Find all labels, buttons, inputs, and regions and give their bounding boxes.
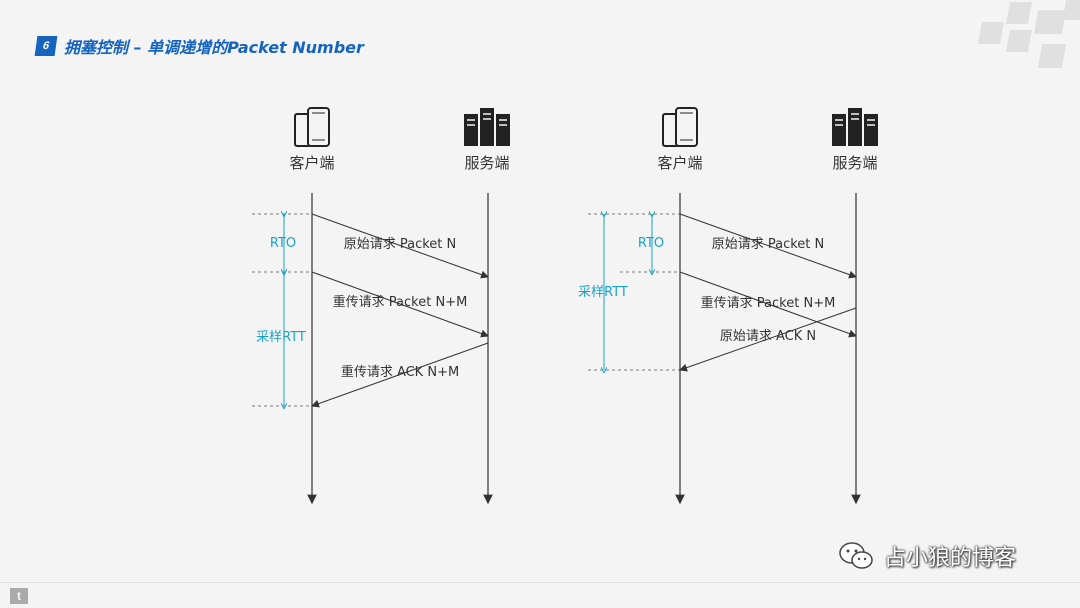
footer-divider [0, 582, 1080, 583]
message-arrow [311, 271, 489, 338]
slide-title-text: 拥塞控制 – 单调递增的Packet Number [64, 38, 364, 57]
message-label: 原始请求 Packet N [344, 237, 457, 252]
client-label: 客户端 [289, 154, 334, 172]
phone-icon [294, 107, 330, 147]
message-label: 重传请求 Packet N+M [333, 294, 468, 310]
message-label: 重传请求 Packet N+M [701, 295, 836, 311]
message-label: 重传请求 ACK N+M [341, 364, 459, 380]
message-label: 原始请求 Packet N [712, 237, 825, 252]
rtt-label: 采样RTT [256, 330, 306, 345]
client-label: 客户端 [657, 154, 702, 172]
watermark: 占小狼的博客 [838, 540, 1016, 572]
message-arrow [311, 213, 489, 279]
message-arrow [679, 307, 857, 372]
message-arrow [679, 271, 857, 338]
message-label: 原始请求 ACK N [720, 329, 816, 344]
corner-decoration [978, 0, 1080, 68]
wechat-icon [839, 542, 873, 569]
rto-label: RTO [270, 236, 296, 251]
server-icon [832, 108, 878, 146]
rto-label: RTO [638, 236, 664, 251]
server-label: 服务端 [832, 154, 877, 172]
rtt-label: 采样RTT [578, 285, 628, 300]
phone-icon [662, 107, 698, 147]
brand-logo-icon: t [10, 588, 28, 604]
slide-title: 6 拥塞控制 – 单调递增的Packet Number [34, 34, 364, 58]
watermark-text: 占小狼的博客 [884, 546, 1017, 571]
server-label: 服务端 [464, 154, 509, 172]
diagram-1: 客户端 服务端 RTO 采样RTT 原始请求 [252, 107, 510, 505]
message-arrow [311, 342, 489, 408]
message-arrow [679, 213, 857, 279]
server-icon [464, 108, 510, 146]
diagram-2: 客户端 服务端 RTO 采样RTT 原始请求 Packet N 重传请求 Pac… [578, 107, 878, 505]
